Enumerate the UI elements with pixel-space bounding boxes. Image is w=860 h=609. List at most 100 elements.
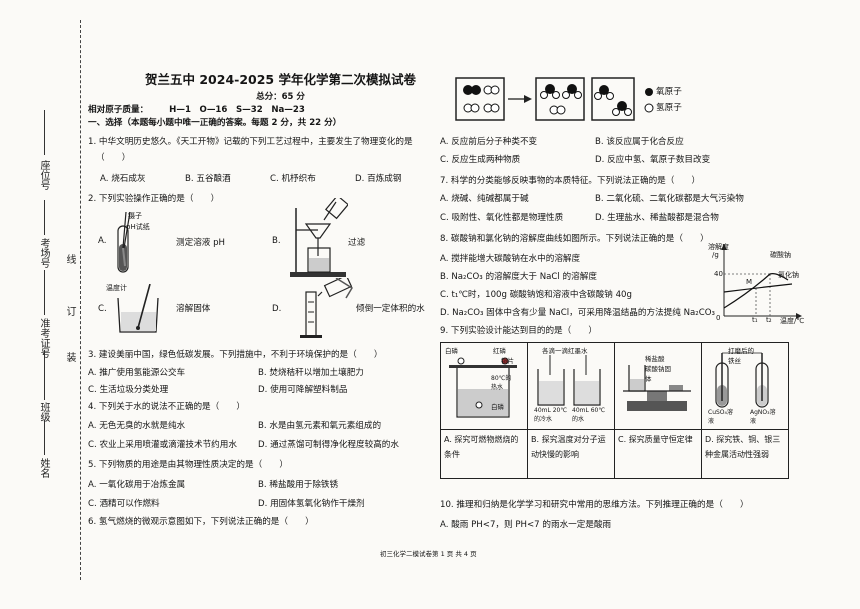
q9-option-d[interactable]: D. 探究铁、铜、银三种金属活动性强弱: [701, 429, 789, 479]
q9a-white-p-label: 白磷: [445, 347, 458, 355]
seat-number-blank[interactable]: [44, 110, 45, 155]
q8-t2: t₂: [766, 316, 772, 324]
q6-option-d[interactable]: D. 反应中氢、氧原子数目改变: [595, 155, 711, 165]
q4-option-b[interactable]: B. 水是由氢元素和氧元素组成的: [258, 421, 382, 431]
q2-thermometer-label: 温度计: [106, 284, 127, 292]
q9-stem: 9. 下列实验设计能达到目的的是（ ）: [440, 326, 598, 336]
q7-option-a[interactable]: A. 烧碱、纯碱都属于碱: [440, 194, 529, 204]
q6-options-row-1: A. 反应前后分子种类不变 B. 该反应属于化合反应: [440, 137, 765, 148]
q8-xlabel: 温度/℃: [780, 317, 805, 325]
q9a-red-p-label: 红磷: [493, 347, 506, 355]
q9b-hot-label: 40mL 60℃的水: [572, 407, 606, 423]
q9-diffusion-figure: [537, 355, 601, 406]
q8-yunit: /g: [712, 251, 719, 259]
q6-options-row-2: C. 反应生成两种物质 D. 反应中氢、氧原子数目改变: [440, 155, 765, 166]
q2-ph-paper-label: pH试纸: [126, 223, 150, 231]
q9a-hot-water-label: 80℃的热水: [491, 375, 512, 391]
seat-number-label: 座位号: [38, 160, 49, 190]
q5-option-b[interactable]: B. 稀盐酸用于除铁锈: [258, 480, 339, 490]
q2-caption-c: 溶解固体: [176, 304, 211, 314]
q9-option-c[interactable]: C. 探究质量守恒定律: [614, 429, 702, 479]
q9-experiment-table: 白磷 红磷 铜片 80℃的热水 白磷 各滴一滴红墨水 40mL 20℃的冷水 4…: [440, 342, 789, 479]
q4-option-a[interactable]: A. 无色无臭的水就是纯水: [88, 421, 186, 431]
q7-stem: 7. 科学的分类能够反映事物的本质特征。下列说法正确的是（ ）: [440, 176, 701, 186]
q1-stem: 1. 中华文明历史悠久。《天工开物》记载的下列工艺过程中，主要发生了物理变化的是: [88, 137, 413, 147]
q7-option-d[interactable]: D. 生理盐水、稀盐酸都是混合物: [595, 213, 719, 223]
q8-option-a[interactable]: A. 搅拌能增大碳酸钠在水中的溶解度: [440, 254, 581, 264]
q6-product-box: [591, 77, 635, 121]
q1-option-b[interactable]: B. 五谷酿酒: [185, 174, 231, 184]
q5-option-d[interactable]: D. 用固体氢氧化钠作干燥剂: [258, 499, 365, 509]
q1-option-d[interactable]: D. 百炼成钢: [355, 174, 402, 184]
q8-tick-40: 40: [714, 270, 723, 278]
q7-options-row-1: A. 烧碱、纯碱都属于碱 B. 二氧化硫、二氧化碳都是大气污染物: [440, 194, 765, 205]
q8-ylabel: 溶解度: [708, 243, 729, 251]
q8-t1: t₁: [752, 316, 758, 324]
q2-ph-test-figure: [117, 211, 131, 273]
q9-option-a[interactable]: A. 探究可燃物燃烧的条件: [440, 429, 528, 479]
q8-option-c[interactable]: C. t₁℃时，100g 碳酸钠饱和溶液中含碳酸钠 40g: [440, 290, 632, 300]
name-blank[interactable]: [44, 420, 45, 455]
q2-label-a: A.: [98, 236, 107, 246]
q3-option-d[interactable]: D. 使用可降解塑料制品: [258, 385, 348, 395]
q9b-ink-label: 各滴一滴红墨水: [542, 347, 588, 355]
q2-dissolve-figure: [117, 284, 159, 333]
q8-label-nacl: 氯化钠: [778, 271, 799, 279]
q10-option-a[interactable]: A. 酸雨 PH<7，则 PH<7 的雨水一定是酸雨: [440, 520, 612, 530]
q3-option-c[interactable]: C. 生活垃圾分类处理: [88, 385, 169, 395]
q1-option-a[interactable]: A. 烧石成灰: [100, 174, 146, 184]
q8-solubility-graph: [721, 244, 802, 319]
q4-option-c[interactable]: C. 农业上采用喷灌或滴灌技术节约用水: [88, 440, 237, 450]
q9-cell-d-figure: 打磨后的铁丝 CuSO₄溶液 AgNO₃溶液: [701, 342, 789, 430]
q2-label-c: C.: [98, 304, 107, 314]
q7-option-b[interactable]: B. 二氧化硫、二氧化碳都是大气污染物: [595, 194, 744, 204]
q5-stem: 5. 下列物质的用途是由其物理性质决定的是（ ）: [88, 460, 288, 470]
q6-legend-oxygen: 氧原子: [656, 87, 682, 97]
q5-options-row-2: C. 酒精可以作燃料 D. 用固体氢氧化钠作干燥剂: [88, 499, 428, 510]
q8-option-d[interactable]: D. Na₂CO₃ 固体中含有少量 NaCl，可采用降温结晶的方法提纯 Na₂C…: [440, 308, 715, 318]
left-column: 贺兰五中 2024-2025 学年化学第二次模拟试卷 总分：65 分: [88, 72, 433, 102]
q1-option-c[interactable]: C. 机杼织布: [270, 174, 316, 184]
class-blank[interactable]: [44, 350, 45, 400]
exam-room-blank[interactable]: [44, 200, 45, 235]
page-footer: 初三化学二模试卷第 1 页 共 4 页: [380, 550, 477, 558]
q9d-wire-label: 打磨后的铁丝: [728, 347, 754, 365]
q9-cell-b-figure: 各滴一滴红墨水 40mL 20℃的冷水 40mL 60℃的水: [527, 342, 615, 430]
q9-cell-a-figure: 白磷 红磷 铜片 80℃的热水 白磷: [440, 342, 528, 430]
q3-option-a[interactable]: A. 推广使用氢能源公交车: [88, 368, 186, 378]
q7-option-c[interactable]: C. 吸附性、氧化性都是物理性质: [440, 213, 564, 223]
q3-option-b[interactable]: B. 焚烧秸秆以增加土壤肥力: [258, 368, 364, 378]
q4-stem: 4. 下列关于水的说法不正确的是（ ）: [88, 402, 246, 412]
q9-option-b[interactable]: B. 探究温度对分子运动快慢的影响: [527, 429, 615, 479]
exam-title: 贺兰五中 2024-2025 学年化学第二次模拟试卷: [145, 72, 416, 87]
admission-number-label: 准考证号: [38, 318, 49, 358]
q6-option-a[interactable]: A. 反应前后分子种类不变: [440, 137, 538, 147]
q3-stem: 3. 建设美丽中国，绿色低碳发展。下列措施中，不利于环境保护的是（ ）: [88, 350, 383, 360]
q9-cell-c-figure: 稀盐酸 碳酸钠固体: [614, 342, 702, 430]
q9-balance-figure: [623, 365, 691, 411]
q4-options-row-2: C. 农业上采用喷灌或滴灌技术节约用水 D. 通过蒸馏可制得净化程度较高的水: [88, 440, 428, 451]
line-mark: 线: [64, 254, 75, 264]
q8-option-b[interactable]: B. Na₂CO₃ 的溶解度大于 NaCl 的溶解度: [440, 272, 597, 282]
bind-mark: 装: [64, 352, 75, 362]
q2-stem: 2. 下列实验操作正确的是（ ）: [88, 194, 220, 204]
q5-option-a[interactable]: A. 一氧化碳用于冶炼金属: [88, 480, 186, 490]
q1-answer-paren[interactable]: （ ）: [96, 153, 131, 163]
q5-option-c[interactable]: C. 酒精可以作燃料: [88, 499, 160, 509]
q2-filter-figure: [290, 198, 348, 277]
q1-options: A. 烧石成灰 B. 五谷酿酒 C. 机杼织布 D. 百炼成钢: [100, 174, 440, 185]
q6-option-c[interactable]: C. 反应生成两种物质: [440, 155, 521, 165]
admission-number-blank[interactable]: [44, 270, 45, 315]
q8-origin: 0: [716, 314, 721, 322]
q4-option-d[interactable]: D. 通过蒸馏可制得净化程度较高的水: [258, 440, 399, 450]
exam-room-label: 考场号: [38, 238, 49, 268]
q6-option-b[interactable]: B. 该反应属于化合反应: [595, 137, 684, 147]
q9d-cuso4-label: CuSO₄溶液: [708, 409, 733, 425]
q2-label-d: D.: [272, 304, 282, 314]
q6-micro-diagram: [455, 77, 585, 121]
atomic-mass-line: 相对原子质量： H—1 O—16 S—32 Na—23: [88, 105, 305, 116]
q2-caption-a: 测定溶液 pH: [176, 238, 226, 248]
q9c-carbonate-label: 碳酸钠固体: [645, 365, 671, 383]
atomic-mass-label: 相对原子质量：: [88, 105, 149, 115]
